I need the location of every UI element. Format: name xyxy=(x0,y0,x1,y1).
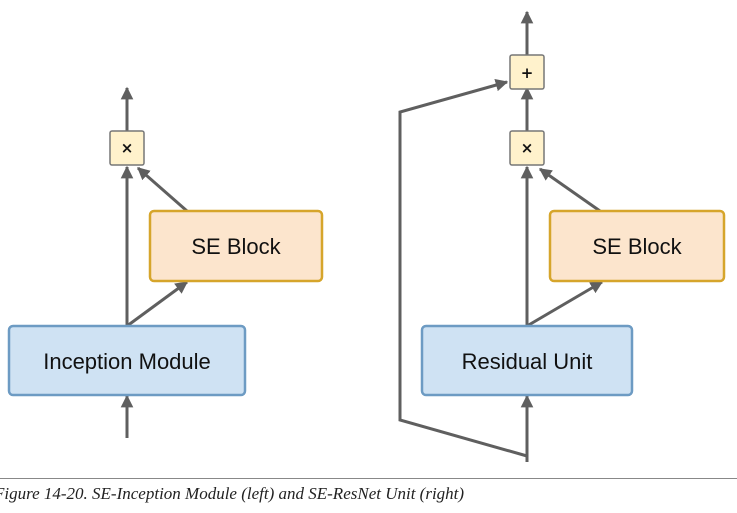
se-resnet-unit: Residual Unit SE Block × + xyxy=(398,10,726,462)
right-multiply-symbol: × xyxy=(521,139,534,157)
right-add-symbol: + xyxy=(521,64,534,82)
left-to-se-arrow xyxy=(126,280,189,328)
right-se-block-box xyxy=(548,209,726,283)
left-multiply-symbol: × xyxy=(121,139,134,157)
right-add-op xyxy=(509,54,545,90)
se-architecture-diagram: Inception Module SE Block × Residual Uni… xyxy=(7,10,726,462)
left-multiply-op xyxy=(109,130,145,166)
figure-caption: Figure 14-20. SE-Inception Module (left)… xyxy=(0,484,465,503)
left-se-block-box xyxy=(148,209,324,283)
right-to-se-arrow xyxy=(526,280,604,328)
se-inception-module: Inception Module SE Block × xyxy=(7,86,324,438)
inception-module-box xyxy=(7,324,247,397)
caption-divider xyxy=(0,478,737,479)
residual-unit-label: Residual Unit xyxy=(462,349,593,374)
right-multiply-op xyxy=(509,130,545,166)
inception-module-label: Inception Module xyxy=(43,349,211,374)
left-se-block-label: SE Block xyxy=(191,234,281,259)
right-se-to-mult-arrow xyxy=(538,167,601,213)
residual-unit-box xyxy=(420,324,634,397)
right-se-block-label: SE Block xyxy=(592,234,682,259)
skip-connection-arrow xyxy=(398,78,528,458)
left-se-to-mult-arrow xyxy=(137,166,188,213)
